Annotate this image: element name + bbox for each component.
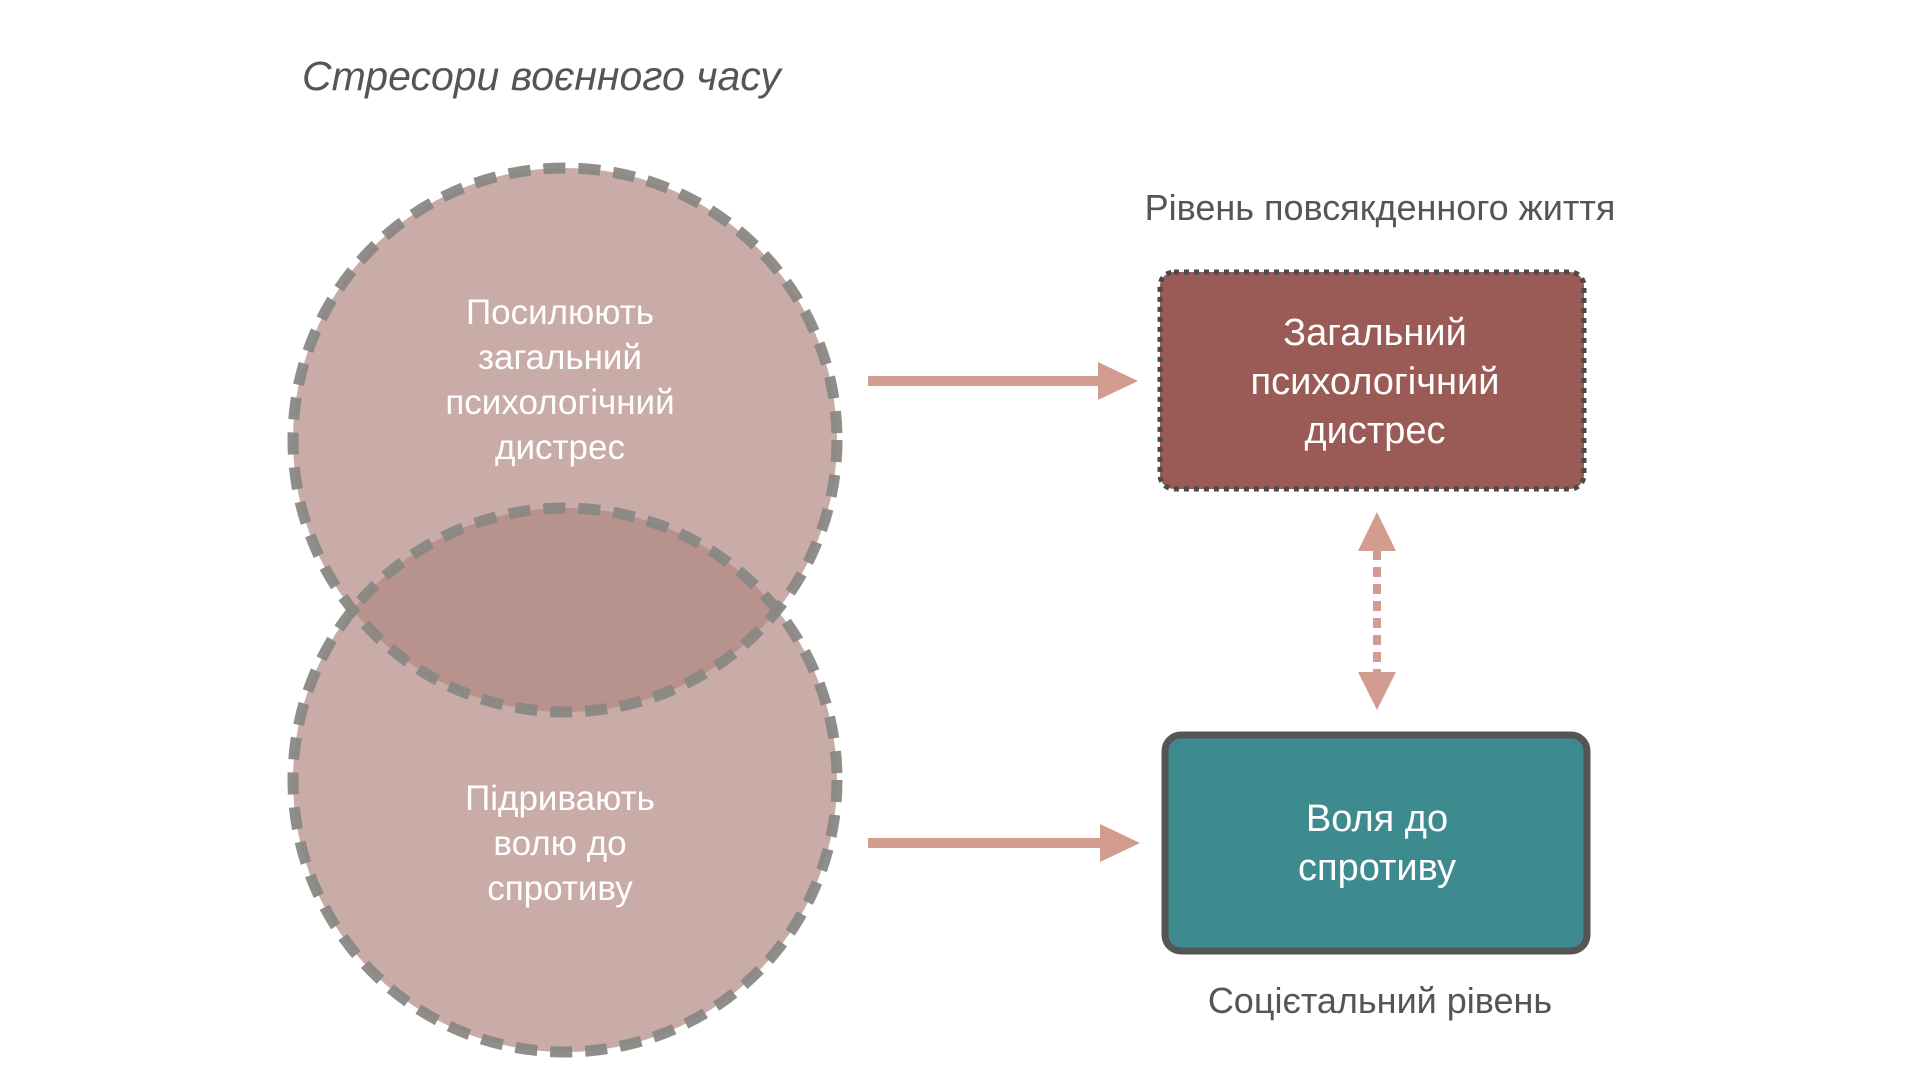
stressor-top-line: психологічний bbox=[445, 383, 675, 422]
stressor-circle-overlap bbox=[293, 508, 837, 712]
distress-box-line: дистрес bbox=[1304, 410, 1446, 452]
distress-box-line: Загальний bbox=[1283, 312, 1467, 354]
stressor-bottom-line: волю до bbox=[493, 824, 627, 863]
arrow-bottom-to-will bbox=[868, 824, 1140, 862]
stressor-circle-top-outline bbox=[287, 162, 843, 718]
will-box-line: Воля до bbox=[1305, 798, 1449, 840]
diagram-title: Стресори воєнного часу bbox=[302, 53, 781, 99]
will-box-label: Воля до спротиву bbox=[1172, 795, 1582, 893]
distress-box bbox=[1157, 269, 1587, 492]
stressor-top-line: дистрес bbox=[495, 428, 625, 467]
stressor-top-line: Посилюють bbox=[465, 293, 655, 332]
stressor-circle-bottom-outline bbox=[287, 502, 843, 1058]
distress-box-line: психологічний bbox=[1250, 361, 1500, 403]
stressor-bottom-line: спротиву bbox=[487, 869, 633, 908]
arrow-top-to-distress bbox=[868, 362, 1138, 400]
distress-box-label: Загальний психологічний дистрес bbox=[1165, 309, 1585, 456]
societal-level-label: Соцієтальний рівень bbox=[1207, 980, 1553, 1021]
stressor-bottom-label: Підривають волю до спротиву bbox=[380, 776, 740, 911]
will-box bbox=[1161, 731, 1591, 955]
daily-level-label: Рівень повсякденного життя bbox=[1144, 187, 1616, 228]
arrow-bidirectional bbox=[1358, 512, 1396, 710]
stressor-top-label: Посилюють загальний психологічний дистре… bbox=[380, 290, 740, 470]
stressor-bottom-line: Підривають bbox=[465, 779, 655, 818]
will-box-line: спротиву bbox=[1298, 847, 1456, 889]
stressor-top-line: загальний bbox=[477, 338, 643, 377]
